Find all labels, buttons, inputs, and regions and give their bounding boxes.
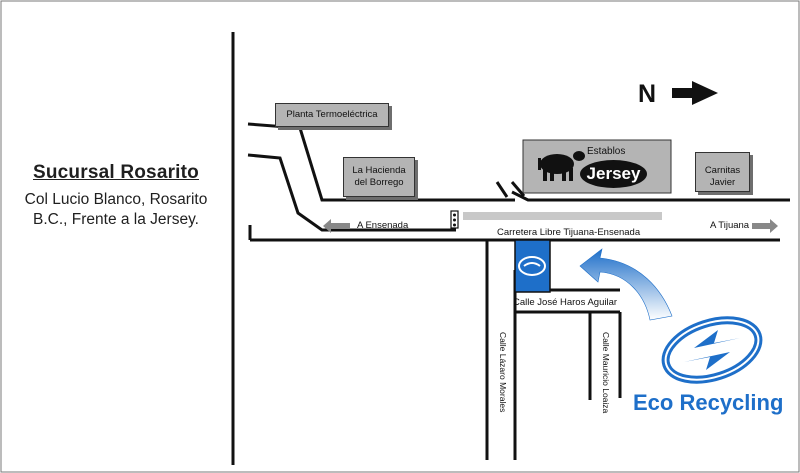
hacienda-box: La Hacienda del Borrego <box>343 157 415 197</box>
north-arrow-icon <box>672 81 718 105</box>
road-planta-upper <box>247 122 497 202</box>
to-ensenada-label: A Ensenada <box>357 220 409 231</box>
to-tijuana-label: A Tijuana <box>710 220 750 231</box>
highway-right-upper <box>511 190 790 202</box>
calle-mauricio-label: Calle Mauricio Loaiza <box>601 332 611 414</box>
left-arrow-icon <box>323 219 350 233</box>
address-line-1: Col Lucio Blanco, Rosarito <box>24 191 208 208</box>
brand-name: Eco Recycling <box>633 390 784 415</box>
carnitas-label-line1: Carnitas <box>704 165 741 176</box>
branch-address: Col Lucio Blanco, Rosarito B.C., Frente … <box>0 190 232 230</box>
highway-entry-right <box>510 181 526 197</box>
highway-label: Carretera Libre Tijuana-Ensenada <box>497 227 641 238</box>
calle-jose-label: Calle José Haros Aguilar <box>513 297 618 308</box>
highway-entry-left <box>495 181 509 198</box>
calle-lazaro-label: Calle Lázaro Morales <box>498 332 508 413</box>
carnitas-box: Carnitas Javier <box>695 152 750 192</box>
right-arrow-icon <box>752 219 778 233</box>
branch-title: Sucursal Rosarito <box>32 162 199 183</box>
carnitas-label-line2: Javier <box>709 177 736 188</box>
hacienda-label-line2: del Borrego <box>354 177 404 188</box>
recycle-icon <box>661 316 763 384</box>
curved-arrow-icon <box>579 248 673 321</box>
cow-icon <box>538 151 585 181</box>
planta-label: Planta Termoeléctrica <box>286 109 378 120</box>
store-recycle-icon <box>518 256 546 276</box>
planta-termoelectrica-box: Planta Termoeléctrica <box>275 103 389 127</box>
road-planta-lower <box>247 153 456 232</box>
highway-median <box>463 212 662 220</box>
address-line-2: B.C., Frente a la Jersey. <box>33 211 199 228</box>
store-location-marker <box>514 239 551 293</box>
hacienda-label-line1: La Hacienda <box>352 165 406 176</box>
establos-label: Establos <box>587 146 626 157</box>
branch-info: Sucursal Rosarito Col Lucio Blanco, Rosa… <box>0 162 232 230</box>
north-label: N <box>638 80 657 108</box>
jersey-label: Jersey <box>580 160 647 188</box>
